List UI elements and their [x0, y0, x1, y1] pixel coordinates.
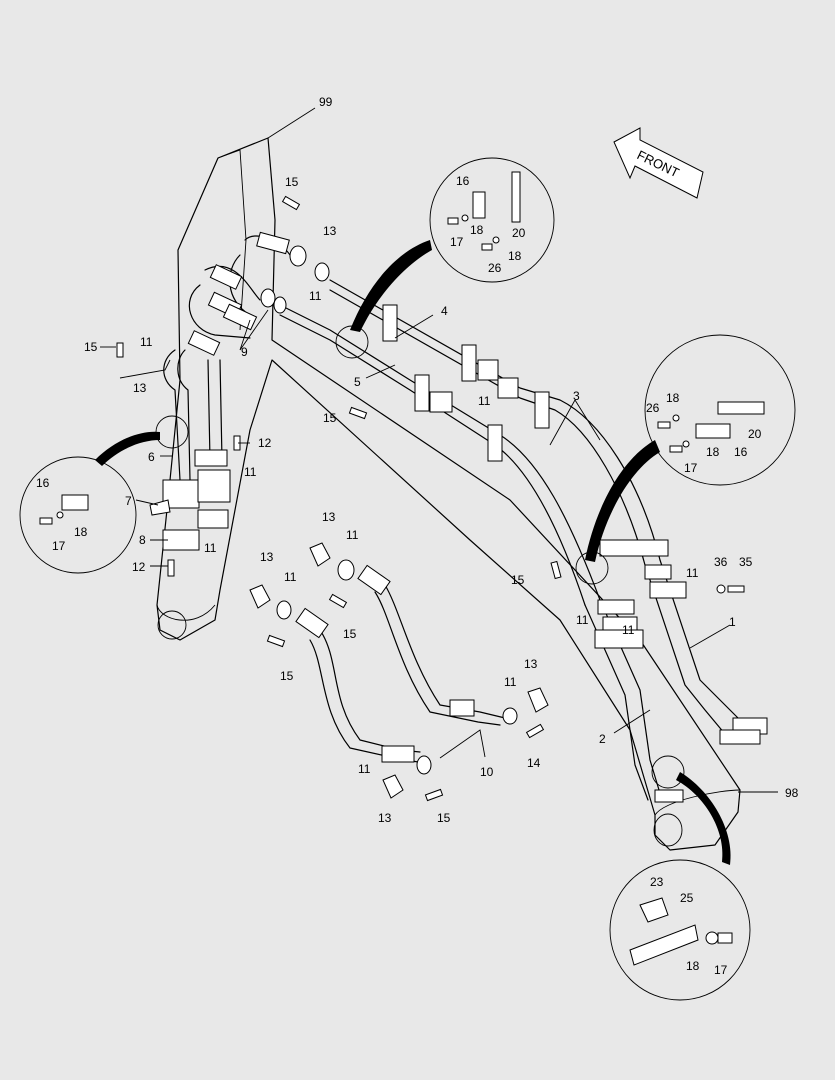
label-3: 3 [573, 389, 580, 403]
label-26: 26 [646, 401, 660, 415]
label-13: 13 [378, 811, 392, 825]
callout-labels: 99 98 1 2 3 4 5 6 7 8 9 10 36 35 11 11 1… [84, 95, 799, 825]
label-16: 16 [734, 445, 748, 459]
label-15: 15 [323, 411, 337, 425]
label-13: 13 [260, 550, 274, 564]
label-11: 11 [686, 566, 699, 580]
label-14: 14 [527, 756, 541, 770]
label-98: 98 [785, 786, 799, 800]
pipe-assembly-upper [279, 279, 768, 803]
label-13: 13 [524, 657, 538, 671]
label-11: 11 [504, 675, 517, 689]
label-99: 99 [319, 95, 333, 109]
label-36: 36 [714, 555, 728, 569]
label-18: 18 [686, 959, 700, 973]
label-13: 13 [322, 510, 336, 524]
label-26: 26 [488, 261, 502, 275]
label-15: 15 [285, 175, 299, 189]
boom-arm [156, 137, 741, 851]
label-5: 5 [354, 375, 361, 389]
label-9: 9 [241, 345, 248, 359]
label-12: 12 [258, 436, 272, 450]
label-15: 15 [437, 811, 451, 825]
detail-callout-top: 16 18 17 20 18 26 [335, 157, 555, 359]
front-arrow-indicator: FRONT [613, 127, 704, 199]
label-1: 1 [729, 615, 736, 629]
label-18: 18 [508, 249, 522, 263]
label-16: 16 [36, 476, 50, 490]
detail-callout-left: 16 18 17 [19, 415, 189, 574]
label-11: 11 [622, 623, 635, 637]
hose-assembly-loose [249, 542, 549, 802]
label-10: 10 [480, 765, 494, 779]
label-15: 15 [511, 573, 525, 587]
detail-callout-bottom: 23 25 18 17 [609, 755, 751, 1001]
label-11: 11 [478, 394, 491, 408]
label-8: 8 [139, 533, 146, 547]
label-17: 17 [52, 539, 66, 553]
label-16: 16 [456, 174, 470, 188]
detail-callout-right: 18 26 20 16 18 17 [575, 334, 796, 585]
label-15: 15 [280, 669, 294, 683]
label-23: 23 [650, 875, 664, 889]
label-18: 18 [74, 525, 88, 539]
label-15: 15 [343, 627, 357, 641]
label-18: 18 [706, 445, 720, 459]
label-11: 11 [204, 541, 217, 555]
label-11: 11 [140, 335, 153, 349]
label-11: 11 [309, 289, 322, 303]
label-25: 25 [680, 891, 694, 905]
label-12: 12 [132, 560, 146, 574]
label-11: 11 [284, 570, 297, 584]
label-4: 4 [441, 304, 448, 318]
label-11: 11 [244, 465, 257, 479]
label-13: 13 [133, 381, 147, 395]
label-17: 17 [714, 963, 728, 977]
label-17: 17 [684, 461, 698, 475]
label-35: 35 [739, 555, 753, 569]
label-7: 7 [125, 494, 132, 508]
label-17: 17 [450, 235, 464, 249]
label-11: 11 [576, 613, 589, 627]
label-20: 20 [512, 226, 526, 240]
leader-lines [100, 107, 778, 793]
label-13: 13 [323, 224, 337, 238]
label-18: 18 [666, 391, 680, 405]
label-15: 15 [84, 340, 98, 354]
label-11: 11 [358, 762, 371, 776]
label-18: 18 [470, 223, 484, 237]
label-11: 11 [346, 528, 359, 542]
hose-assembly-left [149, 231, 330, 551]
label-6: 6 [148, 450, 155, 464]
label-2: 2 [599, 732, 606, 746]
bolts [116, 195, 745, 594]
label-20: 20 [748, 427, 762, 441]
